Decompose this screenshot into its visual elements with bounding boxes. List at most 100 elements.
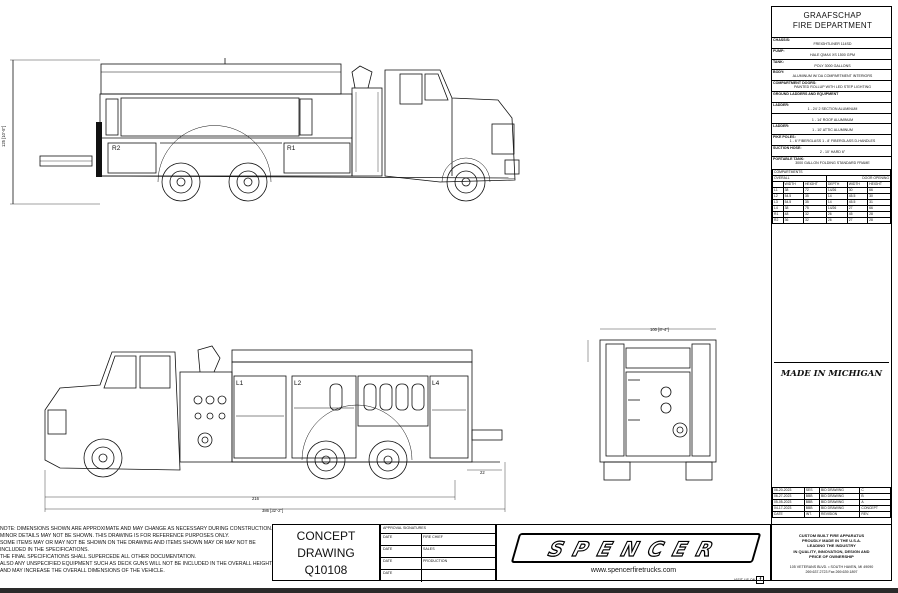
spec-key: LADDER:: [773, 124, 790, 129]
note-line: INCLUDED IN THE SPECIFICATIONS.: [0, 547, 89, 553]
manufacturer-address: 105 VETERANS BLVD. • SOUTH HAVEN, MI 490…: [789, 565, 874, 570]
manufacturer-phone: 269.637.2723 Fax 269.639.1897: [805, 570, 858, 575]
compartment-label-r2: R2: [112, 145, 121, 152]
quote-number: Q10108: [304, 563, 348, 577]
disclaimer-notes: NOTE: DIMENSIONS SHOWN ARE APPROXIMATE A…: [0, 526, 272, 580]
manufacturer-tagline: PRICE OF OWNERSHIP: [809, 553, 854, 559]
concept-drawing-box: CONCEPT DRAWING Q10108: [272, 524, 380, 581]
angle-dimension-label: 22: [480, 470, 485, 475]
compartment-cell: 36: [782, 217, 804, 224]
apparatus-drawing: 125 [10'-5"] R2 R1 L1 L2 L4 216 386 [32'…: [1, 58, 717, 513]
concept-line1: CONCEPT: [296, 529, 356, 543]
spec-row: CHASSIS: FREIGHTLINER 114SD: [772, 37, 891, 48]
website-link[interactable]: www.spencerfiretrucks.com: [590, 567, 677, 574]
approval-divider: [421, 534, 422, 546]
bottom-bar: [0, 588, 898, 593]
spec-key: LADDER:: [773, 102, 790, 107]
spec-key: PUMP:: [773, 48, 785, 53]
compartment-cell: 27: [846, 217, 869, 224]
department-line2: FIRE DEPARTMENT: [792, 21, 873, 30]
spec-row: LADDER: 1 - 24' 2 SECTION ALUMINUM: [772, 101, 891, 113]
side-view-left: [44, 345, 506, 512]
approval-divider: [421, 546, 422, 558]
note-line: MINOR DETAILS MAY NOT BE SHOWN. THIS DRA…: [0, 533, 230, 539]
manufacturer-tagline: IN QUALITY, INNOVATION, DESIGN AND: [793, 548, 870, 554]
note-line: AND MAY INCREASE THE OVERALL DIMENSIONS …: [0, 568, 165, 574]
compartment-label-r1: R1: [287, 145, 296, 152]
title-block-column: GRAAFSCHAP FIRE DEPARTMENT CHASSIS: FREIG…: [771, 6, 892, 525]
spec-key: GROUND LADDERS AND EQUIPMENT: [773, 92, 839, 96]
spec-key: COMPARTMENT DOORS:: [773, 81, 817, 86]
manufacturer-tagline: CUSTOM BUILT FIRE APPARATUS: [798, 533, 865, 538]
revision-header-cell: INT.: [803, 511, 821, 518]
approval-divider: [421, 570, 422, 582]
manufacturer-tagline: LEADING THE INDUSTRY: [807, 543, 856, 549]
note-line: NOTE: DIMENSIONS SHOWN ARE APPROXIMATE A…: [0, 526, 273, 532]
spec-value: ALUMINUM W/ DA COMPARTMENT INTERIORS: [792, 74, 873, 79]
note-line: ALSO ANY UNSPECIFIED EQUIPMENT SUCH AS D…: [0, 561, 273, 567]
spec-value: 1 - 24' 2 SECTION ALUMINUM: [807, 106, 858, 111]
spec-value: HALE QMAX XS 1500 GPM: [810, 52, 855, 57]
rear-view: [587, 328, 717, 481]
compartment-cell: R2: [772, 217, 784, 224]
concept-line2: DRAWING: [297, 546, 355, 560]
manufacturer-tagline: PROUDLY MADE IN THE U.S.A.: [801, 538, 862, 544]
approval-title: APPROVAL SIGNATURES: [383, 526, 427, 530]
height-dimension-label: 125 [10'-5"]: [1, 126, 6, 147]
note-line: SOME ITEMS MAY OR MAY NOT BE SHOWN ON TH…: [0, 540, 256, 546]
approval-role-label: FIRE CHIEF: [423, 535, 443, 539]
department-line1: GRAAFSCHAP: [803, 11, 862, 20]
approval-date-label: DATE: [383, 559, 393, 563]
made-in-michigan-title: MADE IN MICHIGAN: [780, 369, 883, 379]
rear-width-dimension-label: 100 [8'-4"]: [650, 327, 669, 332]
spec-row: PORTABLE TANK:3000 GALLON FOLDING STANDA…: [772, 155, 891, 167]
spec-row: PIKE POLES:1 - 6' FIBERGLASS 1 - 8' FIBE…: [772, 134, 891, 145]
spencer-logo-box: SPENCER www.spencerfiretrucks.com VISIT …: [496, 524, 771, 584]
department-name: GRAAFSCHAP FIRE DEPARTMENT: [772, 11, 893, 31]
spec-value: 1 - 6' FIBERGLASS 1 - 8' FIBERGLASS D-HA…: [789, 139, 876, 144]
spec-row: PUMP: HALE QMAX XS 1500 GPM: [772, 47, 891, 59]
spec-key: PIKE POLES:: [773, 135, 796, 140]
spec-key: TANK:: [773, 59, 784, 64]
spec-row: COMPARTMENT DOORS:PAINTED ROLLUP WITH LE…: [772, 80, 891, 91]
brand-name: SPENCER: [545, 536, 726, 561]
made-in-michigan-panel: MADE IN MICHIGAN: [774, 362, 889, 473]
spec-value: 1 - 10' ATTIC ALUMINUM: [812, 128, 853, 133]
spec-key: BODY:: [773, 70, 785, 75]
spec-key: CHASSIS:: [773, 38, 791, 42]
compartment-label-l2: L2: [294, 380, 302, 387]
spencer-logo: SPENCER: [510, 533, 762, 563]
spec-key: PORTABLE TANK:: [773, 156, 805, 161]
note-line: THE FINAL SPECIFICATIONS SHALL SUPERCEDE…: [0, 554, 197, 560]
spec-row: BODY: ALUMINUM W/ DA COMPARTMENT INTERIOR…: [772, 69, 891, 80]
compartment-cell: 28: [867, 217, 891, 224]
spec-row: TANK:POLY 3000 GALLONS: [772, 58, 891, 70]
compartment-cell: 26: [825, 217, 848, 224]
revision-header-cell: DATE: [772, 511, 805, 518]
spec-value: PAINTED ROLLUP WITH LED STEP LIGHTING: [793, 85, 872, 90]
spec-value: 2 - 10' HARD 6": [819, 150, 846, 154]
spec-value: 3000 GALLON FOLDING STANDARD FRAME: [795, 160, 870, 165]
overall-length-dimension-label: 386 [32'-2"]: [262, 508, 283, 513]
spec-row: 1 - 14' ROOF ALUMINUM: [772, 112, 891, 124]
facebook-icon[interactable]: f: [756, 576, 765, 584]
wheelbase-dimension-label: 216: [252, 496, 260, 501]
spec-row: LADDER: 1 - 10' ATTIC ALUMINUM: [772, 123, 891, 134]
spec-row: SUCTION HOSE: 2 - 10' HARD 6": [772, 145, 891, 156]
approval-row: DATE: [381, 569, 495, 582]
compartment-label-l4: L4: [432, 380, 440, 387]
spec-key: SUCTION HOSE:: [773, 146, 802, 150]
side-view-right: [10, 58, 520, 205]
spec-value: FREIGHTLINER 114SD: [813, 42, 852, 46]
visit-us-label: VISIT US ON f: [734, 576, 765, 584]
